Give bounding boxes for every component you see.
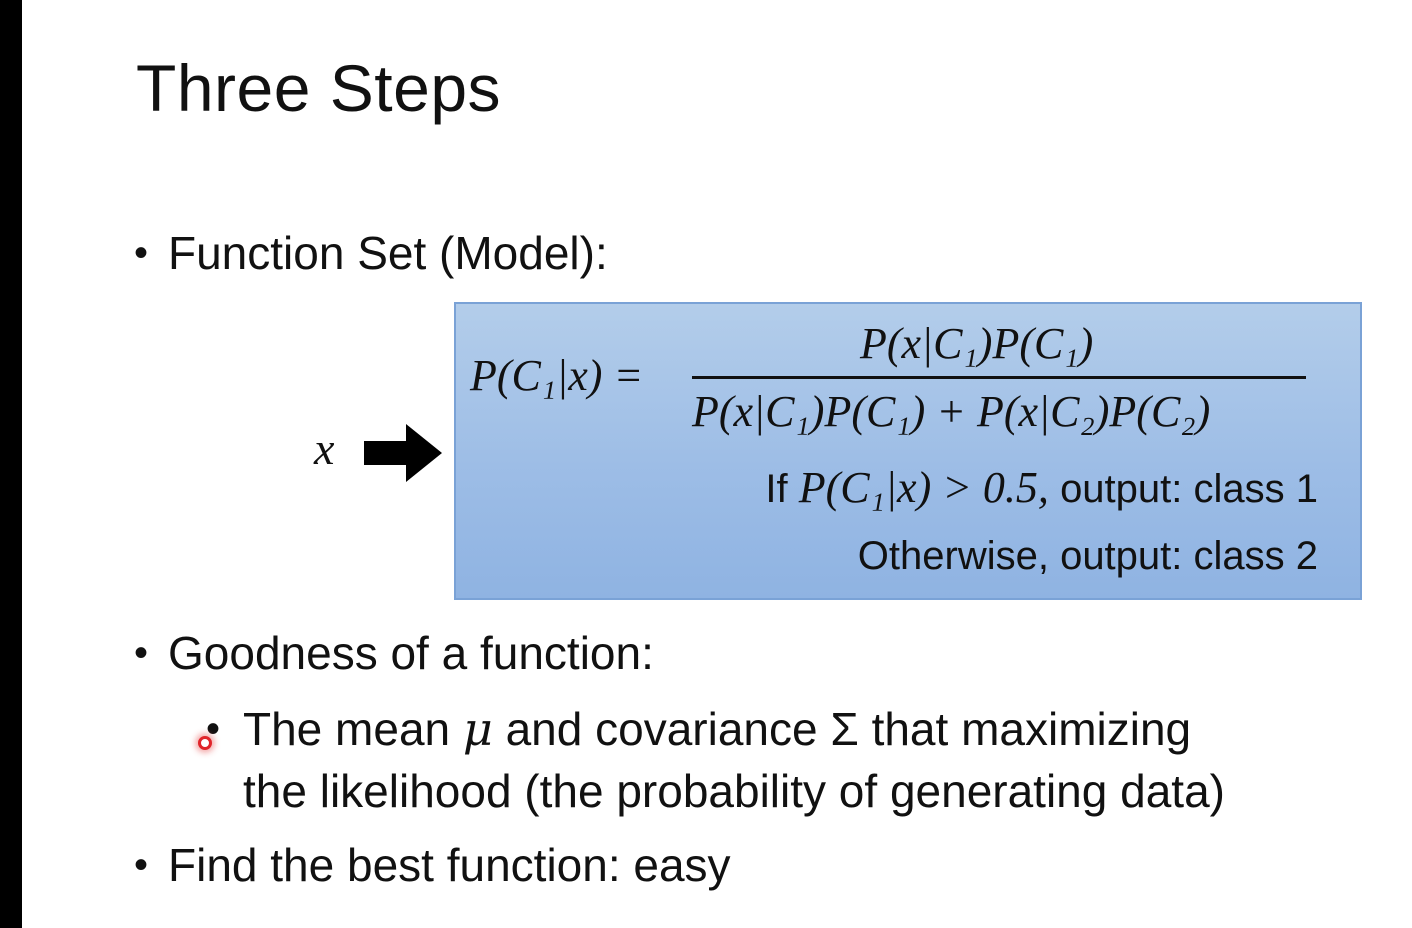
bullet-goodness: • Goodness of a function: — [134, 626, 654, 680]
condition-math: P(C₁|x) > 0.5, — [798, 463, 1049, 512]
sub-bullet-line-1: The mean μ and covariance Σ that maximiz… — [206, 698, 1225, 760]
mu-symbol: μ — [462, 702, 493, 756]
bullet-goodness-text: Goodness of a function: — [168, 627, 654, 679]
bullet-dot-icon: • — [134, 843, 149, 887]
slide-title: Three Steps — [136, 51, 502, 125]
input-x-label: x — [314, 423, 335, 474]
bullet-function-set: • Function Set (Model): — [134, 226, 608, 280]
bullet-dot-icon: • — [134, 631, 149, 675]
right-arrow-icon — [364, 424, 442, 482]
model-formula-box: P(C₁|x) = P(x|C₁)P(C₁) P(x|C₁)P(C₁) + P(… — [454, 302, 1362, 600]
sub-bullet-text-a: The mean — [243, 703, 451, 755]
sub-bullet-likelihood: • The mean μ and covariance Σ that maxim… — [206, 698, 1225, 822]
pointer-cursor-icon — [198, 736, 212, 750]
condition-if-text: If — [765, 467, 788, 511]
bullet-best-function: • Find the best function: easy — [134, 838, 731, 892]
bullet-best-function-text: Find the best function: easy — [168, 839, 731, 891]
condition-class-2: Otherwise, output: class 2 — [857, 534, 1318, 578]
bullet-function-set-text: Function Set (Model): — [168, 227, 608, 279]
fraction-bar — [692, 376, 1306, 379]
sub-bullet-line-2: the likelihood (the probability of gener… — [243, 765, 1225, 817]
bullet-dot-icon: • — [134, 231, 149, 275]
formula-numerator: P(x|C₁)P(C₁) — [860, 319, 1094, 368]
slide: Three Steps • Function Set (Model): x P(C… — [22, 0, 1412, 928]
bullet-dot-icon: • — [206, 707, 221, 751]
sub-bullet-text-b: and covariance Σ that maximizing — [505, 703, 1192, 755]
left-black-border — [0, 0, 22, 928]
formula-lhs: P(C₁|x) = — [470, 351, 644, 400]
condition-class-1: If P(C₁|x) > 0.5, output: class 1 — [765, 462, 1318, 513]
condition-output-text: output: class 1 — [1060, 467, 1318, 511]
formula-denominator: P(x|C₁)P(C₁) + P(x|C₂)P(C₂) — [692, 387, 1211, 436]
